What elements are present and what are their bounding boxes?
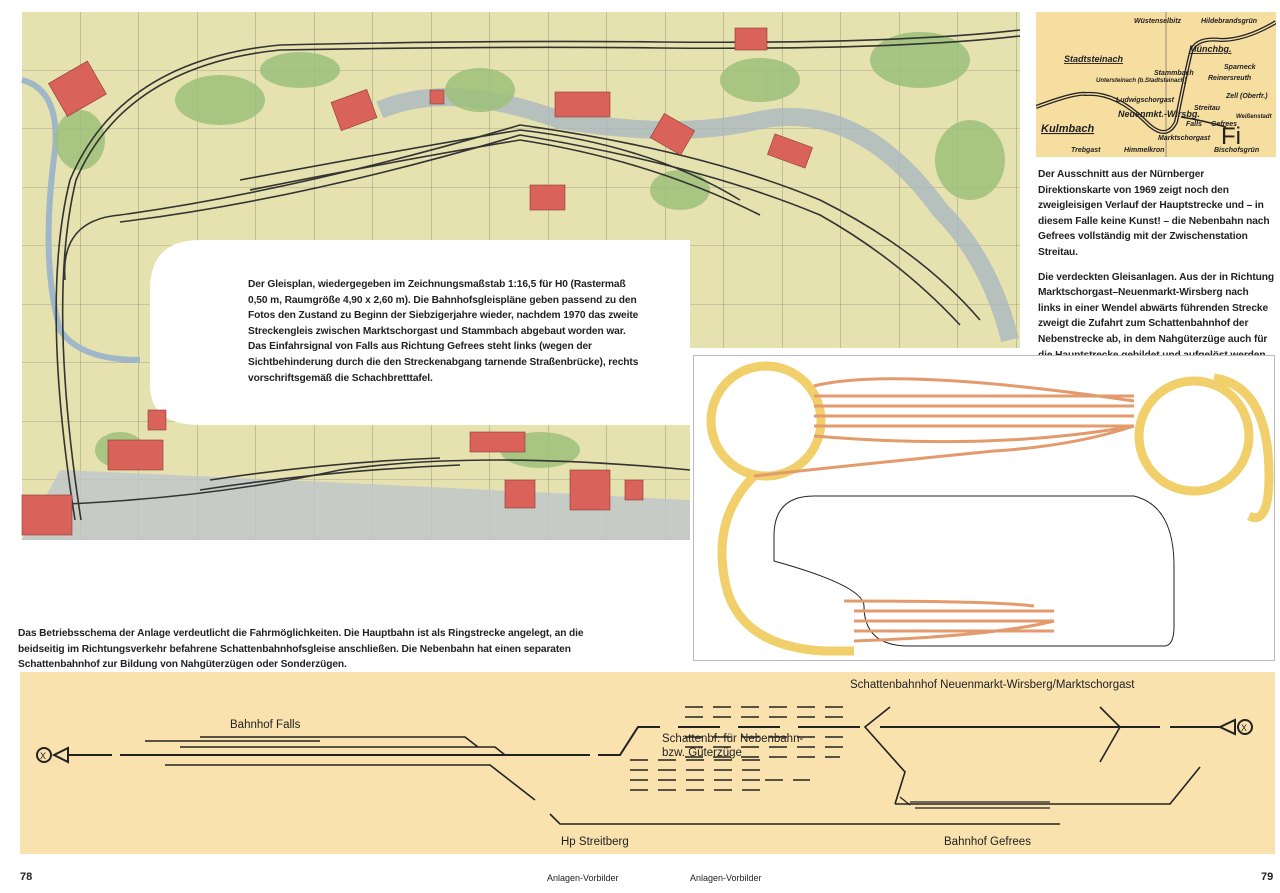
page-number-left: 78 [20, 871, 33, 883]
endpoint-left-label: X [40, 751, 46, 761]
map-label: Streitau [1194, 105, 1221, 112]
map-label: Kulmbach [1041, 123, 1094, 135]
map-label: Bischofsgrün [1214, 147, 1259, 154]
endpoint-right-label: X [1241, 723, 1247, 733]
section-title-left: Anlagen-Vorbilder [547, 873, 619, 883]
hidden-tracks-diagram [693, 355, 1275, 661]
label-bahnhof-falls: Bahnhof Falls [230, 719, 301, 731]
arrow-right-icon [1217, 718, 1236, 736]
map-label: Marktschorgast [1158, 135, 1211, 142]
map-label: Untersteinach (b.Stadtsteinach) [1096, 78, 1186, 84]
map-label: Neuenmkt.-Wirsbg. [1118, 109, 1200, 119]
track-plan-caption: Der Gleisplan, wiedergegeben im Zeichnun… [248, 279, 639, 384]
map-label: Zell (Oberfr.) [1225, 93, 1268, 100]
label-bahnhof-gefrees: Bahnhof Gefrees [944, 836, 1031, 848]
endpoint-right-icon [1237, 719, 1253, 735]
map-label: Fi [1221, 123, 1241, 150]
label-hp-streitberg: Hp Streitberg [561, 836, 629, 848]
track-plan-illustration [21, 12, 1021, 540]
map-label: Stadtsteinach [1064, 54, 1124, 64]
map-caption: Der Ausschnitt aus der Nürnberger Direkt… [1038, 169, 1270, 258]
map-label: Ludwigschorgast [1116, 97, 1175, 104]
arrow-left-icon [51, 746, 69, 764]
map-label: Reinersreuth [1208, 75, 1251, 82]
map-label: Sparneck [1224, 64, 1257, 71]
map-label: Wüstenselbitz [1134, 18, 1182, 25]
label-schattenbf-nebenbahn: Schattenbf. für Nebenbahn- [662, 733, 803, 745]
map-label: Hildebrandsgrün [1201, 18, 1257, 25]
section-title-right: Anlagen-Vorbilder [690, 873, 762, 883]
map-label: Trebgast [1071, 147, 1101, 154]
railway-map-excerpt: Wüstenselbitz Hildebrandsgrün Stadtstein… [1036, 12, 1276, 157]
map-label: Stammbach [1154, 70, 1194, 77]
schema-caption: Das Betriebsschema der Anlage verdeutlic… [18, 628, 584, 671]
map-label: Gefrees [1211, 121, 1237, 128]
map-label: Falls [1186, 121, 1202, 128]
label-schattenbf-nebenbahn-2: bzw. Güterzüge [662, 747, 742, 759]
label-schattenbahnhof: Schattenbahnhof Neuenmarkt-Wirsberg/Mark… [850, 679, 1135, 691]
map-label: Himmelkron [1124, 147, 1164, 154]
map-label: Münchbg. [1189, 44, 1232, 54]
page-number-right: 79 [1261, 871, 1274, 883]
map-label: Weißenstadt [1236, 114, 1273, 120]
operating-schematic: Bahnhof Falls Hp Streitberg Schattenbf. … [20, 672, 1275, 854]
endpoint-left-icon [36, 747, 52, 763]
